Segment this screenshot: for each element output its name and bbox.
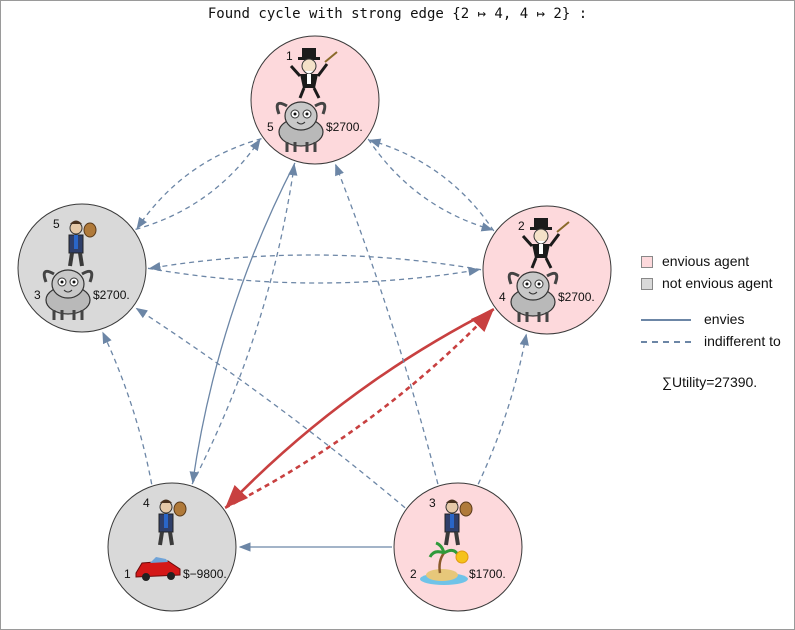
item-count: 4 (499, 290, 506, 304)
island-icon (420, 541, 469, 585)
edges-layer (102, 137, 529, 552)
man-with-moneybag-icon (444, 499, 473, 546)
person-count: 2 (518, 219, 525, 233)
person-count: 3 (429, 496, 436, 510)
money-amount: $1700. (469, 567, 506, 581)
agent-circle (107, 482, 237, 612)
edge-bottom-left-to-top (191, 163, 298, 485)
legend-envies: envies (640, 310, 790, 332)
edge-bottom-right-to-left (135, 307, 406, 509)
edge-left-to-right (147, 266, 481, 284)
red-car-icon (135, 557, 181, 581)
edge-top-to-right (367, 138, 494, 232)
edge-left-to-top (135, 138, 261, 231)
legend-not-envious-label: not envious agent (662, 275, 773, 291)
monopoly-man-icon (289, 48, 338, 99)
monopoly-man-icon (521, 218, 570, 269)
money-amount: $2700. (93, 288, 130, 302)
edge-top-to-bottom-left (189, 162, 296, 484)
solid-line-swatch (641, 319, 691, 321)
man-with-moneybag-icon (68, 220, 97, 267)
agent-node-bottom-left: 4 1 $−9800. (107, 482, 237, 612)
legend-envious-label: envious agent (662, 253, 750, 269)
legend-envious: envious agent (640, 252, 790, 274)
agent-node-top: 1 5 $2700. (250, 35, 380, 165)
edge-bottom-right-to-right (477, 333, 529, 485)
edge-top-to-left (136, 137, 262, 230)
legend: envious agent not envious agent envies i… (640, 252, 790, 354)
edge-right-to-top (368, 138, 495, 232)
item-count: 2 (410, 567, 417, 581)
legend-indifferent: indifferent to (640, 332, 790, 354)
money-amount: $2700. (558, 290, 595, 304)
item-count: 5 (267, 120, 274, 134)
goat-icon (275, 101, 327, 152)
goat-icon (42, 269, 94, 320)
legend-indifferent-label: indifferent to (704, 333, 781, 349)
agent-circle (393, 482, 523, 612)
agent-node-left: 5 3 $2700. (17, 203, 147, 333)
agent-node-right: 2 4 $2700. (482, 205, 612, 335)
person-count: 4 (143, 496, 150, 510)
edge-right-to-left (148, 254, 482, 272)
goat-icon (507, 271, 559, 322)
not-envious-swatch (641, 278, 653, 290)
agent-node-bottom-right: 3 2 $1700. (393, 482, 523, 612)
edge-bottom-right-to-top (335, 163, 439, 485)
legend-not-envious: not envious agent (640, 274, 790, 296)
man-with-moneybag-icon (158, 499, 187, 546)
edge-bottom-left-to-right (224, 308, 494, 509)
money-amount: $2700. (326, 120, 363, 134)
money-amount: $−9800. (183, 567, 227, 581)
person-count: 5 (53, 217, 60, 231)
dashed-line-swatch (641, 341, 691, 343)
item-count: 3 (34, 288, 41, 302)
figure-title: Found cycle with strong edge {2 ↦ 4, 4 ↦… (207, 6, 588, 22)
person-count: 1 (286, 49, 293, 63)
edge-bottom-left-to-left (102, 331, 153, 485)
envious-swatch (641, 256, 653, 268)
item-count: 1 (124, 567, 131, 581)
legend-envies-label: envies (704, 311, 745, 327)
edge-right-to-bottom-left (225, 308, 495, 509)
nodes-layer: 1 5 $2700. 2 4 $2700. 5 3 $2700. 4 1 $−9800. 3 2 $1700… (17, 35, 612, 612)
utility-total: ∑Utility=27390. (662, 374, 758, 390)
